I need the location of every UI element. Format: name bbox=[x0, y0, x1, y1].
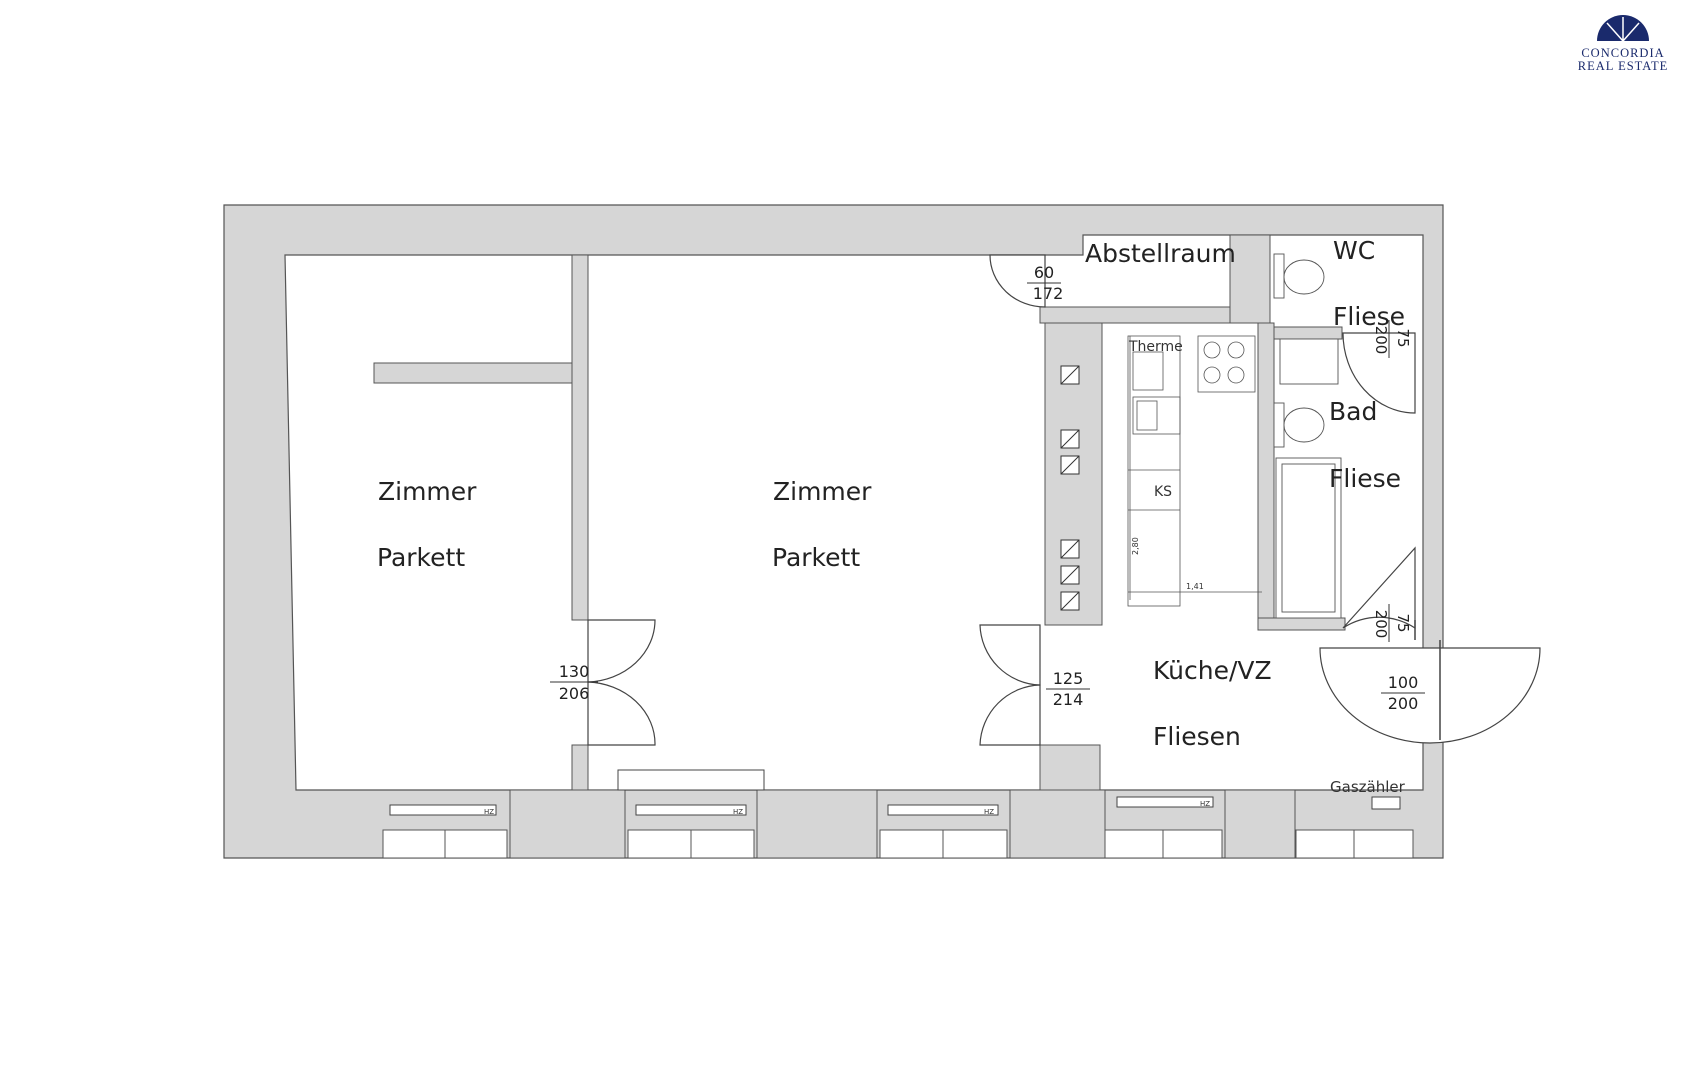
door-wc-width: 75 bbox=[1394, 328, 1412, 347]
radiators bbox=[389, 769, 1214, 816]
company-logo: CONCORDIA REAL ESTATE bbox=[1564, 14, 1682, 73]
bath-fixtures bbox=[1273, 253, 1342, 619]
wall-wc-bad bbox=[1273, 326, 1343, 340]
shaft-3 bbox=[1060, 455, 1080, 475]
shaft-1 bbox=[1060, 365, 1080, 385]
window-1 bbox=[382, 829, 508, 859]
door-abstell-width: 60 bbox=[1034, 263, 1054, 282]
wall-zimmer-divider bbox=[571, 254, 589, 621]
door-bad-swing bbox=[1342, 546, 1416, 630]
washbasin bbox=[1279, 338, 1339, 385]
door-kueche-bottom-swing bbox=[979, 684, 1041, 746]
logo-line-1: CONCORDIA bbox=[1581, 46, 1665, 60]
door-kueche-width: 125 bbox=[1053, 669, 1084, 688]
wall-bath-left bbox=[1257, 322, 1275, 631]
burner-1 bbox=[1203, 341, 1221, 359]
burner-2 bbox=[1227, 341, 1245, 359]
door-entrance-swing bbox=[1319, 647, 1541, 744]
logo-line-2: REAL ESTATE bbox=[1577, 59, 1669, 73]
shaft-2 bbox=[1060, 429, 1080, 449]
therme-label: Therme bbox=[1128, 339, 1183, 355]
radiator-4 bbox=[1116, 796, 1214, 808]
kitchen-width-label: 1,41 bbox=[1186, 582, 1204, 591]
logo-fan-icon bbox=[1597, 15, 1649, 42]
door-entrance-height: 200 bbox=[1388, 694, 1419, 713]
wall-zimmer-divider-lower bbox=[571, 744, 589, 791]
door-entrance-width: 100 bbox=[1388, 673, 1419, 692]
kitchen-sink-basin bbox=[1136, 400, 1158, 431]
room-floor-zimmer-left: Parkett bbox=[377, 543, 465, 572]
window-2 bbox=[627, 829, 755, 859]
door-bad-width: 75 bbox=[1394, 613, 1412, 632]
wall-abstell-right bbox=[1229, 234, 1271, 324]
door-bad-height: 200 bbox=[1372, 610, 1390, 639]
room-name-zimmer-left: Zimmer bbox=[378, 477, 477, 506]
wall-pillar-2 bbox=[756, 789, 878, 859]
gas-meter bbox=[1371, 796, 1401, 810]
door-kueche-height: 214 bbox=[1053, 690, 1084, 709]
door-abstell-swing bbox=[989, 254, 1046, 308]
wall-pillar-3 bbox=[1009, 789, 1106, 859]
room-name-wc: WC bbox=[1333, 236, 1375, 265]
radiator-1-label: HZ bbox=[484, 808, 494, 816]
door-kueche-top-swing bbox=[979, 624, 1041, 686]
room-floor-zimmer-mid: Parkett bbox=[772, 543, 860, 572]
doors bbox=[587, 254, 1541, 746]
shaft-4 bbox=[1060, 539, 1080, 559]
kitchen-counter bbox=[1127, 335, 1181, 607]
kitchen-fixtures bbox=[1127, 335, 1262, 607]
room-name-bad: Bad bbox=[1329, 397, 1377, 426]
windows bbox=[382, 829, 1414, 859]
shaft-5 bbox=[1060, 565, 1080, 585]
room-floor-wc: Fliese bbox=[1333, 302, 1405, 331]
room-name-zimmer-mid: Zimmer bbox=[773, 477, 872, 506]
wall-stub bbox=[373, 362, 573, 384]
kitchen-cooktop bbox=[1197, 335, 1256, 393]
outer-wall bbox=[223, 204, 1444, 859]
door-jambs bbox=[1414, 620, 1441, 740]
wc-tank bbox=[1273, 253, 1285, 299]
door-zimmer-width: 130 bbox=[559, 662, 590, 681]
door-zimmer-right-swing bbox=[587, 681, 656, 746]
room-name-kueche: Küche/VZ bbox=[1153, 656, 1272, 685]
wall-kitchen-left-lower bbox=[1039, 744, 1101, 791]
kitchen-depth-label: 2,80 bbox=[1131, 537, 1140, 555]
ventilation-shafts bbox=[1060, 365, 1080, 611]
shaft-6 bbox=[1060, 591, 1080, 611]
door-wc-height: 200 bbox=[1372, 326, 1390, 355]
burner-3 bbox=[1203, 366, 1221, 384]
wall-pillar-1 bbox=[509, 789, 626, 859]
radiator-2-label: HZ bbox=[733, 808, 743, 816]
kitchen-sink bbox=[1132, 396, 1181, 435]
window-3 bbox=[879, 829, 1008, 859]
radiator-3-label: HZ bbox=[984, 808, 994, 816]
window-5 bbox=[1295, 829, 1414, 859]
radiator-4-label: HZ bbox=[1200, 800, 1210, 808]
door-abstell-height: 172 bbox=[1033, 284, 1064, 303]
room-floor-bad: Fliese bbox=[1329, 464, 1401, 493]
burner-4 bbox=[1227, 366, 1245, 384]
wall-bath-bottom bbox=[1257, 617, 1346, 631]
bathtub-inner bbox=[1281, 463, 1336, 613]
gas-meter-label: Gaszähler bbox=[1330, 778, 1406, 796]
room-floor-kueche: Fliesen bbox=[1153, 722, 1241, 751]
wall-abstell-bottom bbox=[1039, 306, 1231, 324]
wall-pillar-4 bbox=[1224, 789, 1296, 859]
bad-toilet-bowl bbox=[1283, 407, 1325, 443]
radiator-1 bbox=[389, 804, 497, 816]
room-name-abstellraum: Abstellraum bbox=[1085, 239, 1236, 268]
radiator-2 bbox=[635, 804, 747, 816]
ks-label: KS bbox=[1154, 484, 1172, 500]
door-zimmer-height: 206 bbox=[559, 684, 590, 703]
window-4 bbox=[1104, 829, 1223, 859]
door-zimmer-left-swing bbox=[587, 619, 656, 683]
bad-tank bbox=[1273, 402, 1285, 448]
radiator-sill bbox=[617, 769, 765, 791]
door-wc-swing bbox=[1342, 332, 1416, 414]
therme-unit bbox=[1132, 351, 1164, 391]
wc-toilet-bowl bbox=[1283, 259, 1325, 295]
radiator-3 bbox=[887, 804, 999, 816]
